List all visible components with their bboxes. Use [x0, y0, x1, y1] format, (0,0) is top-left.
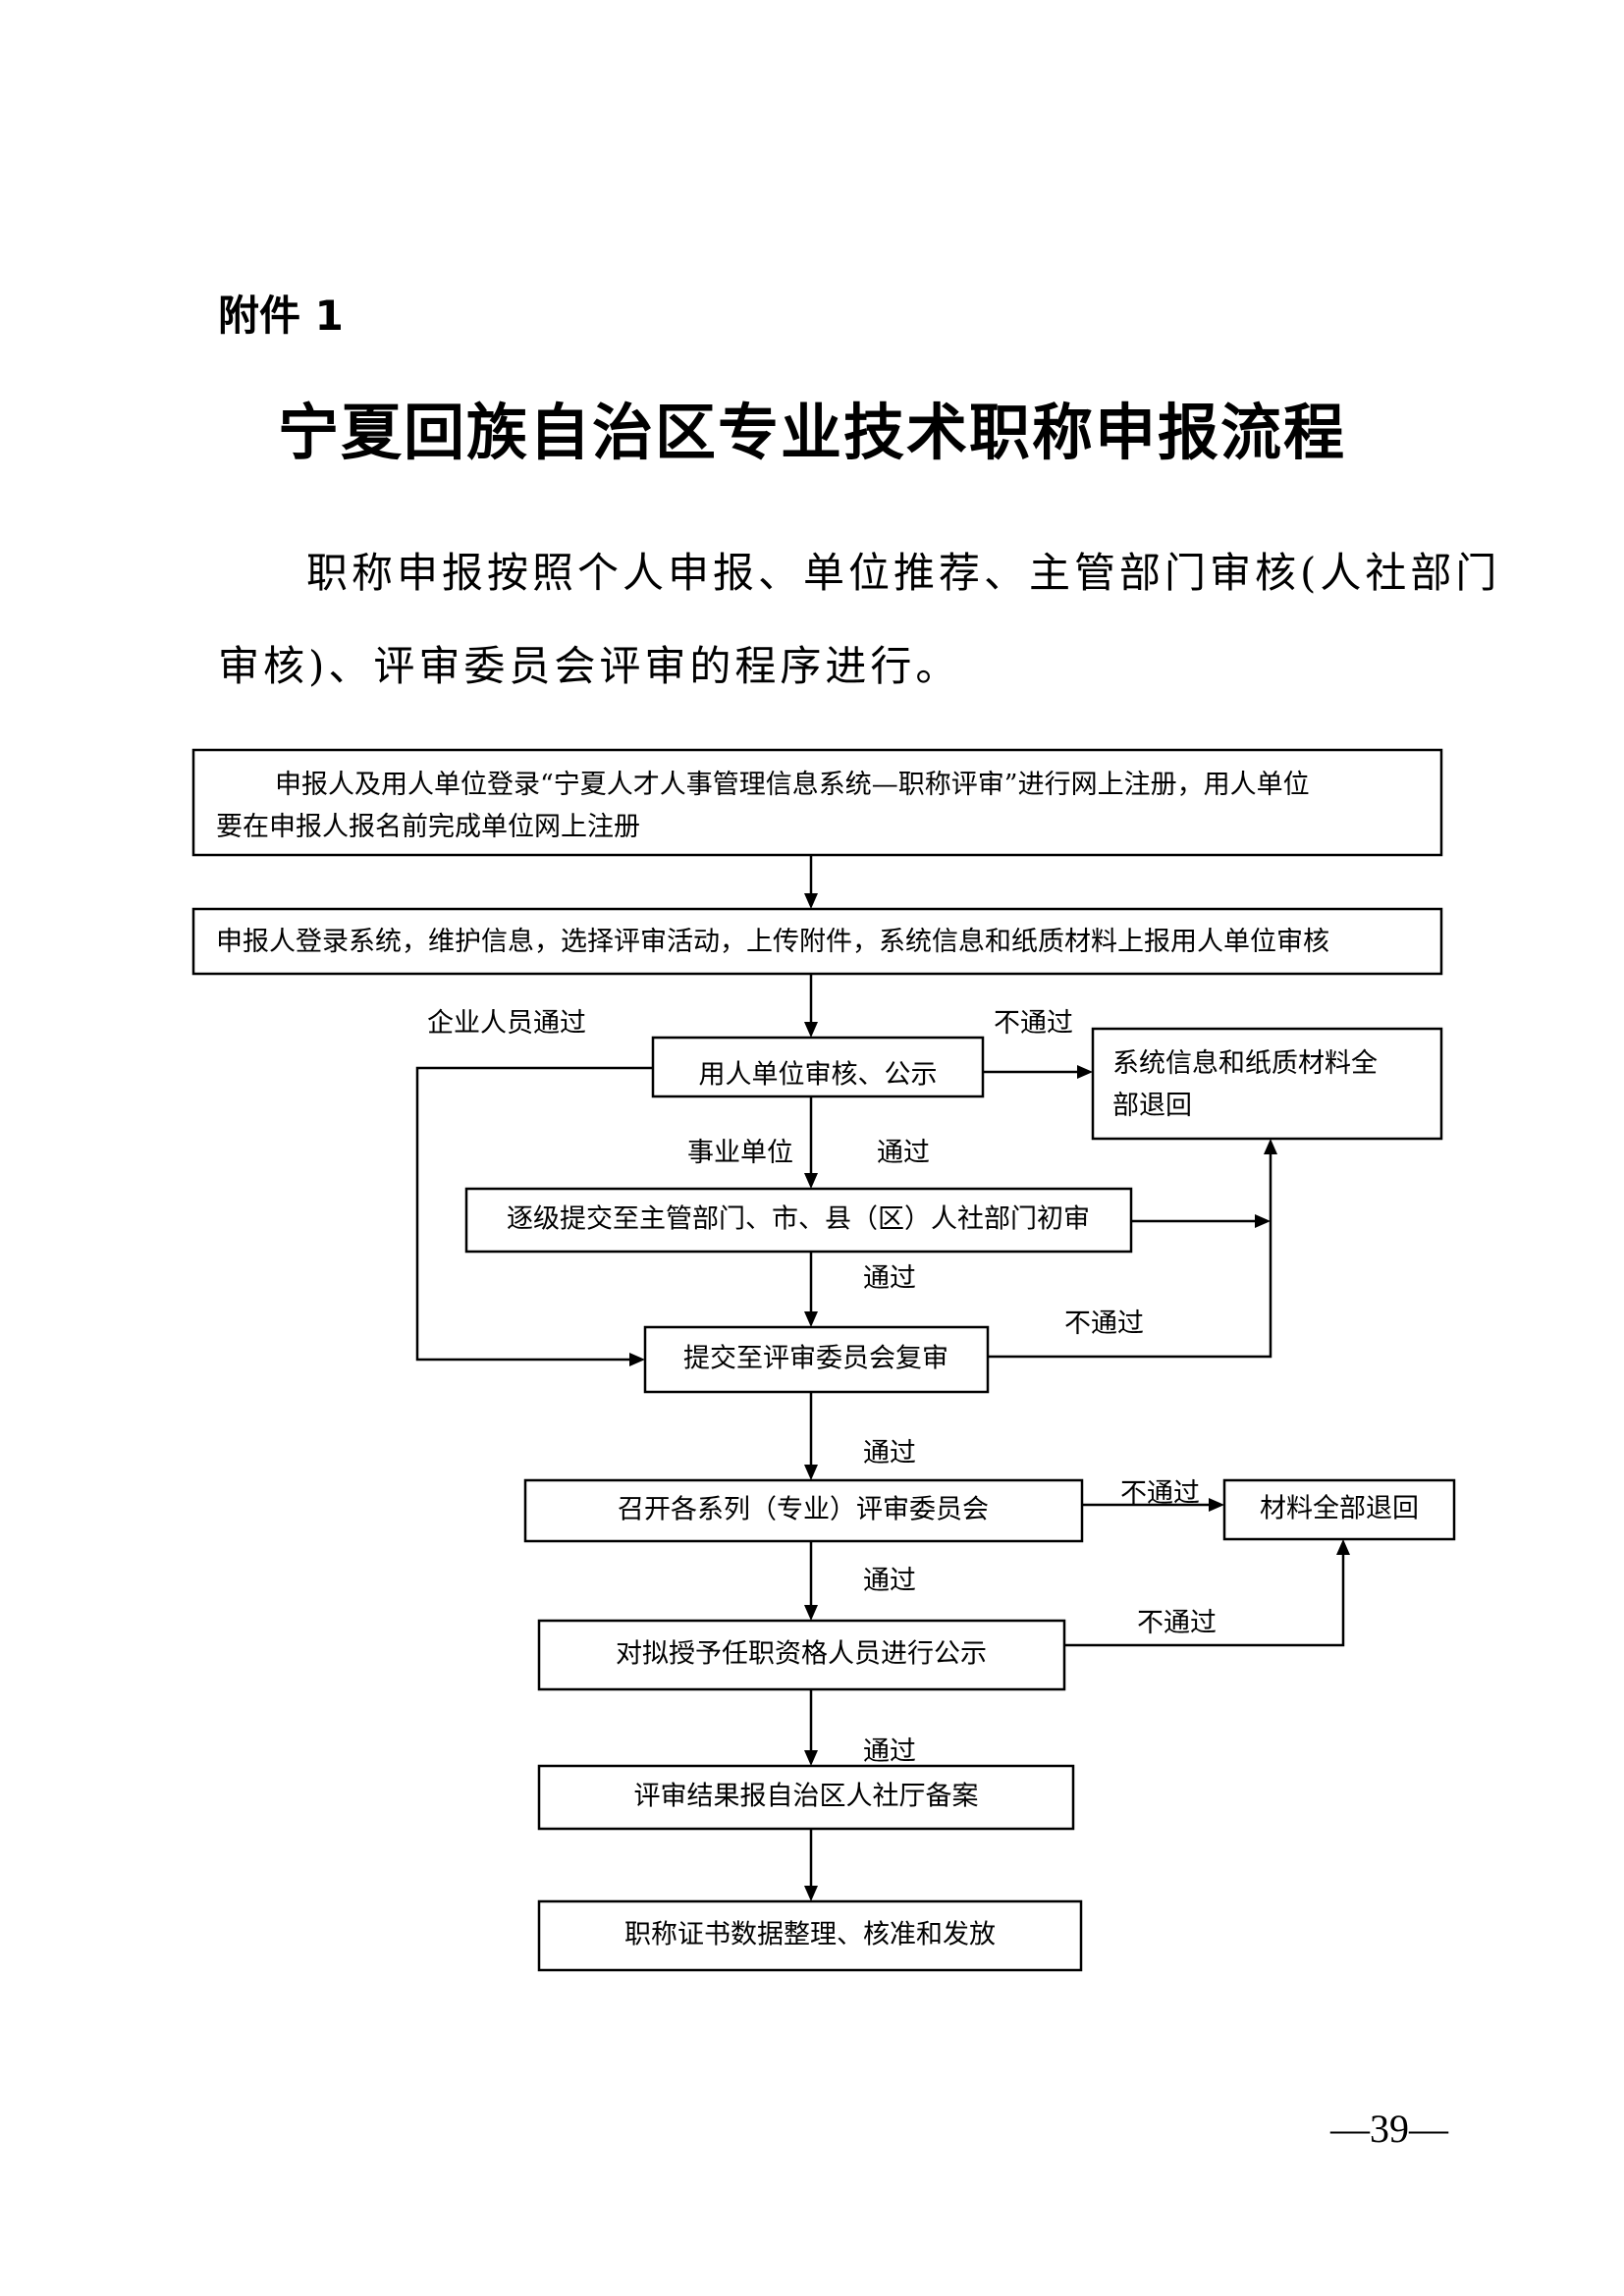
step8-box [537, 1764, 1075, 1831]
label-public-unit: 事业单位 [687, 1138, 793, 1168]
step3-box [651, 1036, 985, 1098]
label-pass: 通过 [863, 1438, 916, 1468]
label-pass: 通过 [863, 1566, 916, 1596]
arrowhead [804, 893, 818, 909]
step4-text: 逐级提交至主管部门、市、县（区）人社部门初审 [507, 1204, 1090, 1235]
label-fail: 不通过 [1064, 1308, 1144, 1339]
step7-text: 对拟授予任职资格人员进行公示 [616, 1639, 987, 1670]
label-fail: 不通过 [994, 1008, 1073, 1039]
label-pass: 通过 [863, 1263, 916, 1294]
step3-text: 用人单位审核、公示 [699, 1060, 938, 1091]
intro-line-1: 职称申报按照个人申报、单位推荐、主管部门审核(人社部门 [306, 549, 1501, 597]
arrowhead [804, 1886, 818, 1901]
arrowhead [1264, 1139, 1277, 1154]
step2-box [191, 907, 1443, 976]
label-pass: 通过 [877, 1138, 930, 1168]
reject1-box [1091, 1027, 1443, 1141]
reject2-box [1222, 1478, 1456, 1541]
step5-box [643, 1325, 990, 1394]
intro-line-2: 审核)、评审委员会评审的程序进行。 [218, 642, 961, 690]
step6-text: 召开各系列（专业）评审委员会 [618, 1495, 989, 1525]
step7-box [537, 1619, 1066, 1691]
step8-text: 评审结果报自治区人社厅备案 [634, 1782, 979, 1812]
arrowhead [804, 1022, 818, 1038]
label-pass: 通过 [863, 1736, 916, 1767]
step1-text-line1: 申报人及用人单位登录“宁夏人才人事管理信息系统—职称评审”进行网上注册，用人单位 [275, 770, 1310, 800]
step9-box [537, 1899, 1083, 1972]
arrowhead [804, 1750, 818, 1766]
reject1-text-line1: 系统信息和纸质材料全 [1112, 1048, 1378, 1079]
arrowhead [804, 1465, 818, 1480]
arrowhead [804, 1173, 818, 1189]
step9-text: 职称证书数据整理、核准和发放 [624, 1920, 996, 1950]
step1-text-line2: 要在申报人报名前完成单位网上注册 [216, 812, 640, 842]
reject2-text: 材料全部退回 [1260, 1494, 1419, 1524]
step6-box [523, 1478, 1084, 1543]
label-fail: 不通过 [1137, 1608, 1217, 1638]
arrowhead [1255, 1214, 1271, 1228]
page-title: 宁夏回族自治区专业技术职称申报流程 [277, 397, 1346, 468]
arrowhead [1336, 1539, 1350, 1555]
attachment-label: 附件 1 [218, 292, 344, 340]
step2-text: 申报人登录系统，维护信息，选择评审活动，上传附件，系统信息和纸质材料上报用人单位… [216, 927, 1329, 957]
arrowhead [804, 1605, 818, 1621]
page-number: —39— [1330, 2107, 1448, 2151]
connector-7-reject2 [1064, 1547, 1345, 1647]
step5-text: 提交至评审委员会复审 [683, 1344, 948, 1374]
label-enterprise-pass: 企业人员通过 [427, 1008, 586, 1039]
connector-5-reject1 [988, 1147, 1272, 1359]
label-fail: 不通过 [1120, 1478, 1200, 1509]
reject1-text-line2: 部退回 [1112, 1091, 1192, 1121]
connector-enterprise-bypass [415, 1066, 653, 1362]
arrowhead [1209, 1498, 1224, 1512]
step4-box [464, 1187, 1133, 1254]
arrowhead [804, 1311, 818, 1327]
arrowhead [629, 1353, 645, 1366]
arrowhead [1077, 1065, 1093, 1079]
step1-box [191, 748, 1443, 857]
